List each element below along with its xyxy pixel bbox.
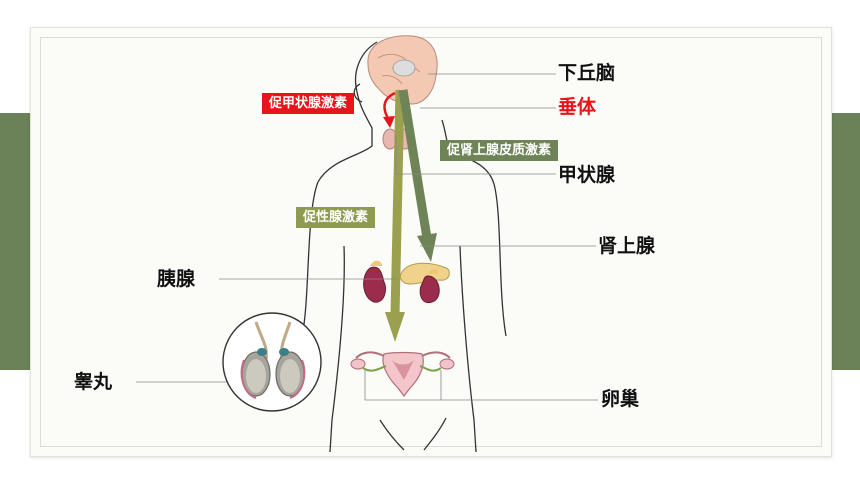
label-adrenal: 肾上腺: [598, 235, 656, 257]
label-pituitary: 垂体: [558, 96, 597, 118]
testis-icon: [222, 312, 322, 412]
hormone-tag-gonadotropin: 促性腺激素: [296, 207, 376, 228]
brain-icon: [367, 35, 438, 105]
hormone-tag-tsh: 促甲状腺激素: [262, 93, 355, 114]
gonadotropin-arrowhead: [385, 312, 405, 342]
label-pancreas: 胰腺: [157, 268, 196, 290]
label-thyroid: 甲状腺: [558, 164, 616, 186]
hormone-tag-acth: 促肾上腺皮质激素: [440, 140, 559, 161]
label-ovary: 卵巢: [601, 388, 640, 410]
label-testis: 睾丸: [74, 371, 113, 393]
label-hypothalamus: 下丘脑: [558, 62, 616, 84]
pancreas-icon: [399, 262, 450, 285]
uterus-ovary-icon: [350, 351, 455, 397]
leader-lines: [136, 73, 598, 401]
tsh-arrowhead: [383, 116, 395, 128]
kidney-icon: [363, 260, 440, 304]
gonadotropin-arrow: [390, 89, 405, 316]
acth-arrow: [398, 89, 432, 239]
body-outline: [301, 41, 507, 453]
acth-arrowhead: [417, 233, 437, 262]
